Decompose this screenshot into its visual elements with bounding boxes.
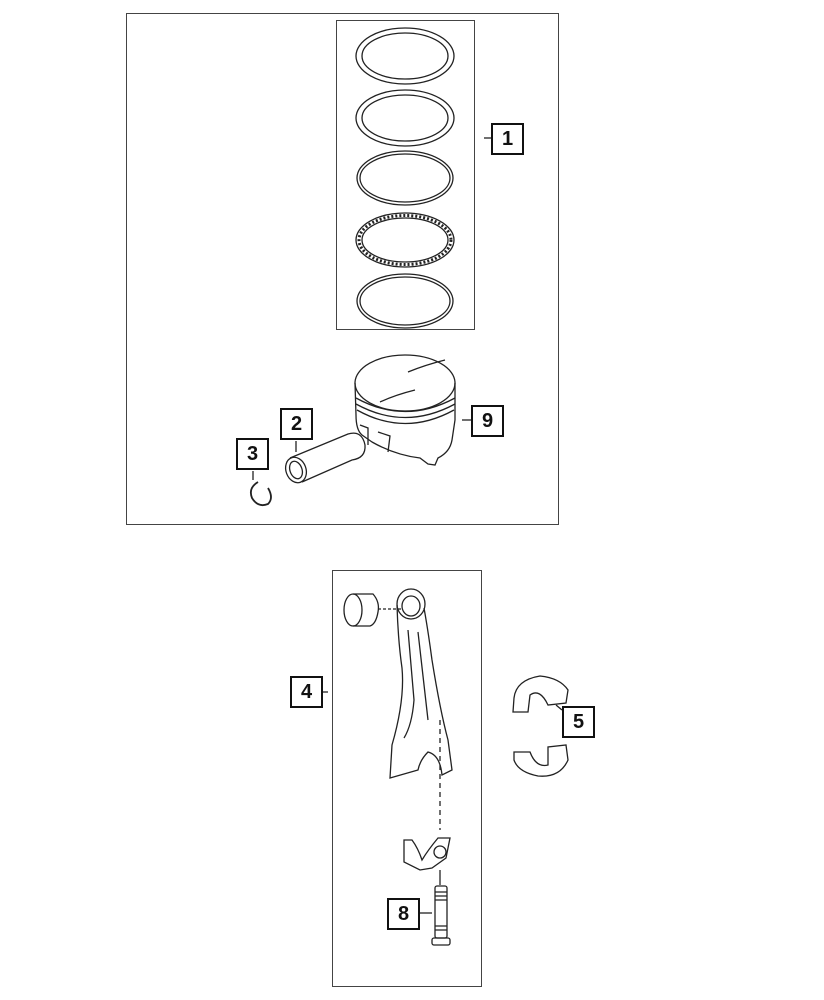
retainer-clip-icon [249, 481, 272, 507]
piston-ring-icon [355, 89, 455, 147]
rod-bolt-icon [431, 870, 451, 946]
callout-9-piston[interactable]: 9 [471, 405, 504, 437]
piston-icon [354, 354, 456, 466]
piston-ring-icon [355, 27, 455, 85]
rod-bearing-icon [512, 675, 569, 777]
ring-set-frame [336, 20, 475, 330]
callout-3-piston-pin-retainer[interactable]: 3 [236, 438, 269, 470]
piston-group-frame [126, 13, 559, 525]
oil-ring-icon [355, 212, 455, 268]
callout-8-rod-bolt[interactable]: 8 [387, 898, 420, 930]
piston-ring-icon [356, 150, 454, 206]
callout-5-rod-bearing[interactable]: 5 [562, 706, 595, 738]
connecting-rod-group-frame [332, 570, 482, 987]
callout-2-piston-pin[interactable]: 2 [280, 408, 313, 440]
rod-cap-icon [403, 837, 451, 871]
piston-ring-icon [356, 273, 454, 329]
connecting-rod-icon [343, 588, 453, 830]
piston-pin-icon [284, 432, 366, 484]
callout-1-piston-ring-set[interactable]: 1 [491, 123, 524, 155]
callout-4-connecting-rod[interactable]: 4 [290, 676, 323, 708]
